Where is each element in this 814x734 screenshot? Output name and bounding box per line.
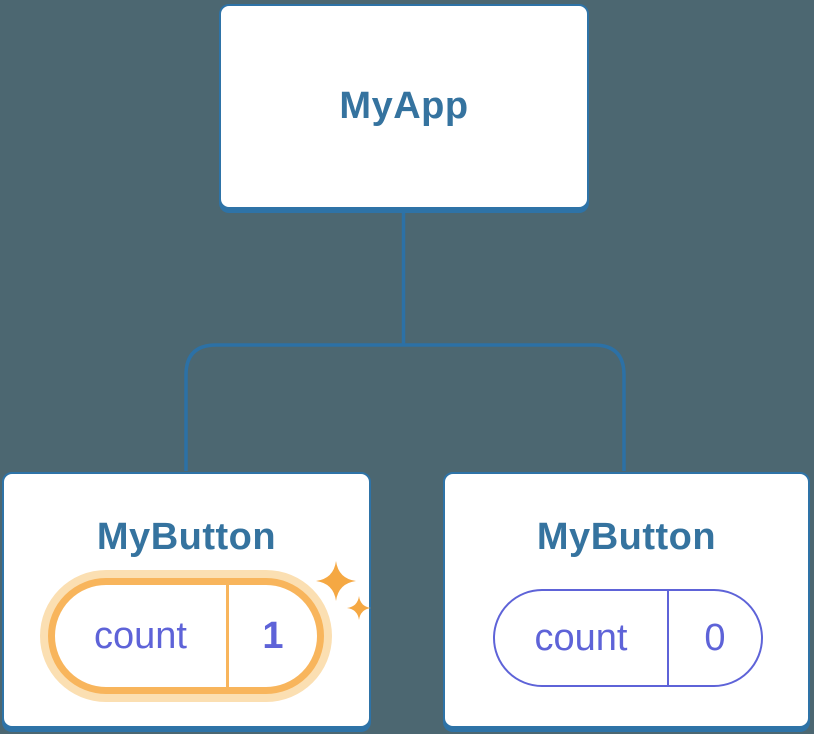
component-node-myapp: MyApp: [219, 4, 589, 209]
node-label: MyButton: [96, 516, 277, 558]
state-value: 1: [262, 614, 284, 657]
state-value: 0: [704, 616, 726, 659]
state-key-label: count: [55, 585, 229, 687]
node-label: MyApp: [339, 85, 469, 127]
component-node-mybutton-1: MyButton count 1: [2, 472, 371, 728]
component-node-mybutton-2: MyButton count 0: [443, 472, 810, 728]
state-key-label: count: [495, 591, 669, 685]
state-pill: count 0: [493, 589, 763, 687]
sparkles-icon: [316, 561, 371, 620]
state-pill-highlighted: count 1: [48, 578, 324, 694]
node-label: MyButton: [536, 516, 717, 558]
